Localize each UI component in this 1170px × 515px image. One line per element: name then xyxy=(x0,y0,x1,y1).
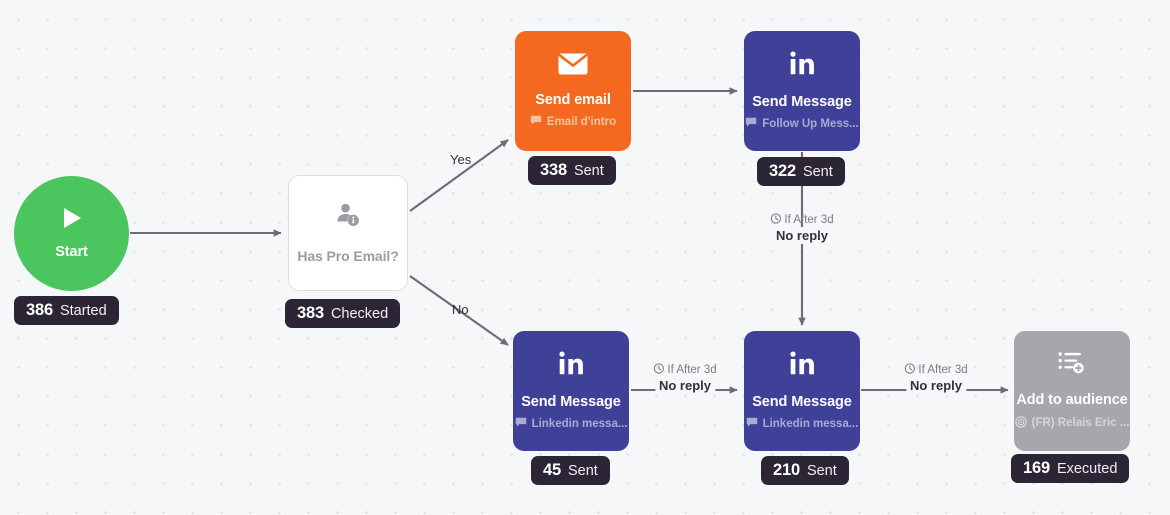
badge-add-to-audience-count: 169 xyxy=(1023,459,1050,477)
node-followup-message[interactable]: Send Message Follow Up Mess... xyxy=(744,31,860,151)
badge-linkedin-message-1: 45 Sent xyxy=(531,456,610,485)
node-linkedin-message-1[interactable]: Send Message Linkedin messa... xyxy=(513,331,629,451)
list-add-icon xyxy=(1058,351,1086,380)
badge-followup-message-count: 322 xyxy=(769,162,796,180)
node-condition-has-pro-email[interactable]: Has Pro Email? xyxy=(288,175,408,291)
node-send-email-subtitle-row: Email d'intro xyxy=(523,115,623,129)
node-add-to-audience-title: Add to audience xyxy=(1016,392,1128,409)
node-send-email[interactable]: Send email Email d'intro xyxy=(515,31,631,151)
badge-start: 386 Started xyxy=(14,296,119,325)
badge-condition-label: Checked xyxy=(330,305,389,322)
edge-label-yes: Yes xyxy=(450,152,472,167)
badge-linkedin-message-2: 210 Sent xyxy=(761,456,849,485)
edge-condition-text: If After 3d xyxy=(667,364,717,376)
node-linkedin-message-2-subtitle: Linkedin messa... xyxy=(762,418,859,431)
chat-bubble-icon xyxy=(515,417,527,431)
edge-label-no: No xyxy=(452,302,469,317)
node-followup-message-subtitle-row: Follow Up Mess... xyxy=(744,117,860,131)
node-send-email-subtitle: Email d'intro xyxy=(546,116,617,129)
edge-main-text: No reply xyxy=(905,377,967,394)
chat-bubble-icon xyxy=(530,115,542,129)
node-start-title: Start xyxy=(55,244,88,261)
edge-condition-no xyxy=(409,275,509,346)
badge-send-email-count: 338 xyxy=(540,161,567,179)
edge-condition-text: If After 3d xyxy=(918,364,968,376)
badge-start-label: Started xyxy=(59,302,107,319)
badge-add-to-audience: 169 Executed xyxy=(1011,454,1130,483)
node-condition-title: Has Pro Email? xyxy=(297,247,399,264)
badge-followup-message-label: Sent xyxy=(802,163,833,180)
node-linkedin-message-1-subtitle-row: Linkedin messa... xyxy=(513,417,629,431)
edge-condition-yes xyxy=(409,139,509,212)
node-linkedin-message-2-subtitle-row: Linkedin messa... xyxy=(744,417,860,431)
edge-condition-row: If After 3d xyxy=(653,363,717,377)
chat-bubble-icon xyxy=(746,417,758,431)
envelope-icon xyxy=(558,53,588,80)
badge-add-to-audience-label: Executed xyxy=(1056,460,1118,477)
node-add-to-audience[interactable]: Add to audience (FR) Relais Eric ... xyxy=(1014,331,1130,451)
badge-condition-count: 383 xyxy=(297,304,324,322)
edge-label-followup-to-linkedin2: If After 3d No reply xyxy=(770,213,834,244)
badge-start-count: 386 xyxy=(26,301,53,319)
chat-bubble-icon xyxy=(745,117,757,131)
badge-linkedin-message-2-count: 210 xyxy=(773,461,800,479)
node-linkedin-message-2-title: Send Message xyxy=(752,393,852,410)
linkedin-icon xyxy=(788,351,816,382)
badge-linkedin-message-1-label: Sent xyxy=(567,462,598,479)
clock-icon xyxy=(770,213,782,227)
badge-condition: 383 Checked xyxy=(285,299,401,328)
edge-condition-text: If After 3d xyxy=(784,214,834,226)
clock-icon xyxy=(904,363,916,377)
node-linkedin-message-1-title: Send Message xyxy=(521,393,621,410)
badge-send-email: 338 Sent xyxy=(528,156,616,185)
edge-label-linkedin1-to-linkedin2: If After 3d No reply xyxy=(653,363,717,394)
badge-linkedin-message-2-label: Sent xyxy=(806,462,837,479)
linkedin-icon xyxy=(788,51,816,82)
edge-condition-row: If After 3d xyxy=(904,363,968,377)
badge-linkedin-message-1-count: 45 xyxy=(543,461,561,479)
edge-condition-row: If After 3d xyxy=(770,213,834,227)
clock-icon xyxy=(653,363,665,377)
node-add-to-audience-subtitle: (FR) Relais Eric ... xyxy=(1031,417,1130,430)
node-send-email-title: Send email xyxy=(535,91,611,108)
node-linkedin-message-2[interactable]: Send Message Linkedin messa... xyxy=(744,331,860,451)
target-icon xyxy=(1014,416,1027,431)
node-add-to-audience-subtitle-row: (FR) Relais Eric ... xyxy=(1014,416,1130,431)
badge-followup-message: 322 Sent xyxy=(757,157,845,186)
edge-main-text: No reply xyxy=(654,377,716,394)
play-icon xyxy=(61,206,83,235)
edge-main-text: No reply xyxy=(771,227,833,244)
person-info-icon xyxy=(335,202,361,233)
edge-label-linkedin2-to-audience: If After 3d No reply xyxy=(904,363,968,394)
badge-send-email-label: Sent xyxy=(573,162,604,179)
node-start[interactable]: Start xyxy=(14,176,129,291)
node-linkedin-message-1-subtitle: Linkedin messa... xyxy=(531,418,628,431)
node-followup-message-title: Send Message xyxy=(752,93,852,110)
node-followup-message-subtitle: Follow Up Mess... xyxy=(762,118,859,131)
linkedin-icon xyxy=(557,351,585,382)
